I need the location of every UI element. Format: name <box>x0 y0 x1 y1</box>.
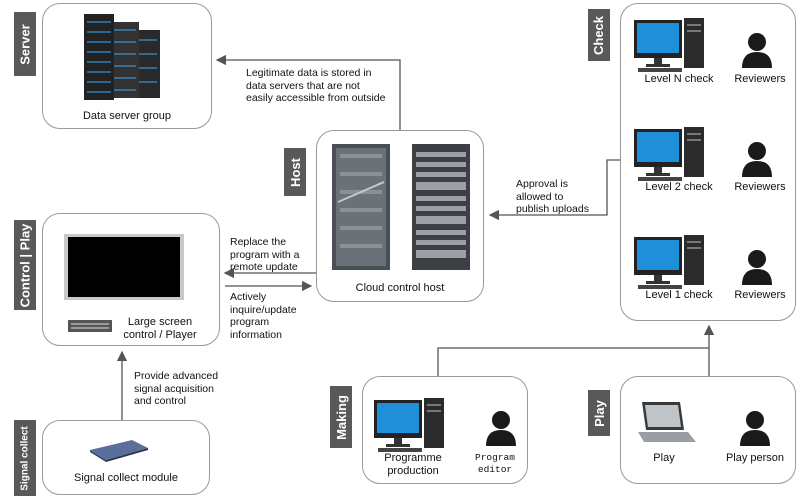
reviewers-label: Reviewers <box>734 181 786 193</box>
line-making-up <box>437 347 709 376</box>
reviewers-label: Reviewers <box>734 289 786 301</box>
production-computer-icon <box>374 398 444 452</box>
arrow-host-to-server <box>215 54 401 130</box>
reviewer-person-icon <box>742 142 772 177</box>
data-server-group-label: Data server group <box>82 110 172 122</box>
level-1-check-label: Level 1 check <box>645 289 713 301</box>
level-n-check-label: Level N check <box>644 73 714 85</box>
reviewers-label: Reviewers <box>734 73 786 85</box>
check-tag: Check <box>588 9 610 61</box>
computer-icon <box>634 127 704 181</box>
level-2-check-label: Level 2 check <box>645 181 713 193</box>
control-play-tag: Control | Play <box>14 220 36 310</box>
play-label: Play <box>653 452 675 464</box>
laptop-icon <box>638 402 696 442</box>
making-tag: Making <box>330 386 352 448</box>
play-tag: Play <box>588 390 610 436</box>
cloud-host-rack-icon <box>332 144 470 270</box>
signal-collect-box <box>42 420 210 495</box>
computer-icon <box>634 235 704 289</box>
reviewer-person-icon <box>742 250 772 285</box>
host-tag: Host <box>284 148 306 196</box>
signal-collect-module-icon <box>90 440 148 462</box>
signal-collect-module-label: Signal collect module <box>74 472 178 484</box>
reviewer-person-icon <box>742 33 772 68</box>
editor-person-icon <box>486 411 516 446</box>
signal-collect-tag: Signal collect <box>14 420 36 496</box>
large-screen-icon <box>64 234 184 300</box>
play-person-label: Play person <box>725 452 785 464</box>
player-device-icon <box>68 320 112 332</box>
cloud-control-host-label: Cloud control host <box>355 282 445 294</box>
computer-icon <box>634 18 704 72</box>
server-tag: Server <box>14 12 36 76</box>
play-person-icon <box>740 411 770 446</box>
server-rack-icon <box>84 14 160 100</box>
arrow-check-to-host <box>488 159 620 221</box>
